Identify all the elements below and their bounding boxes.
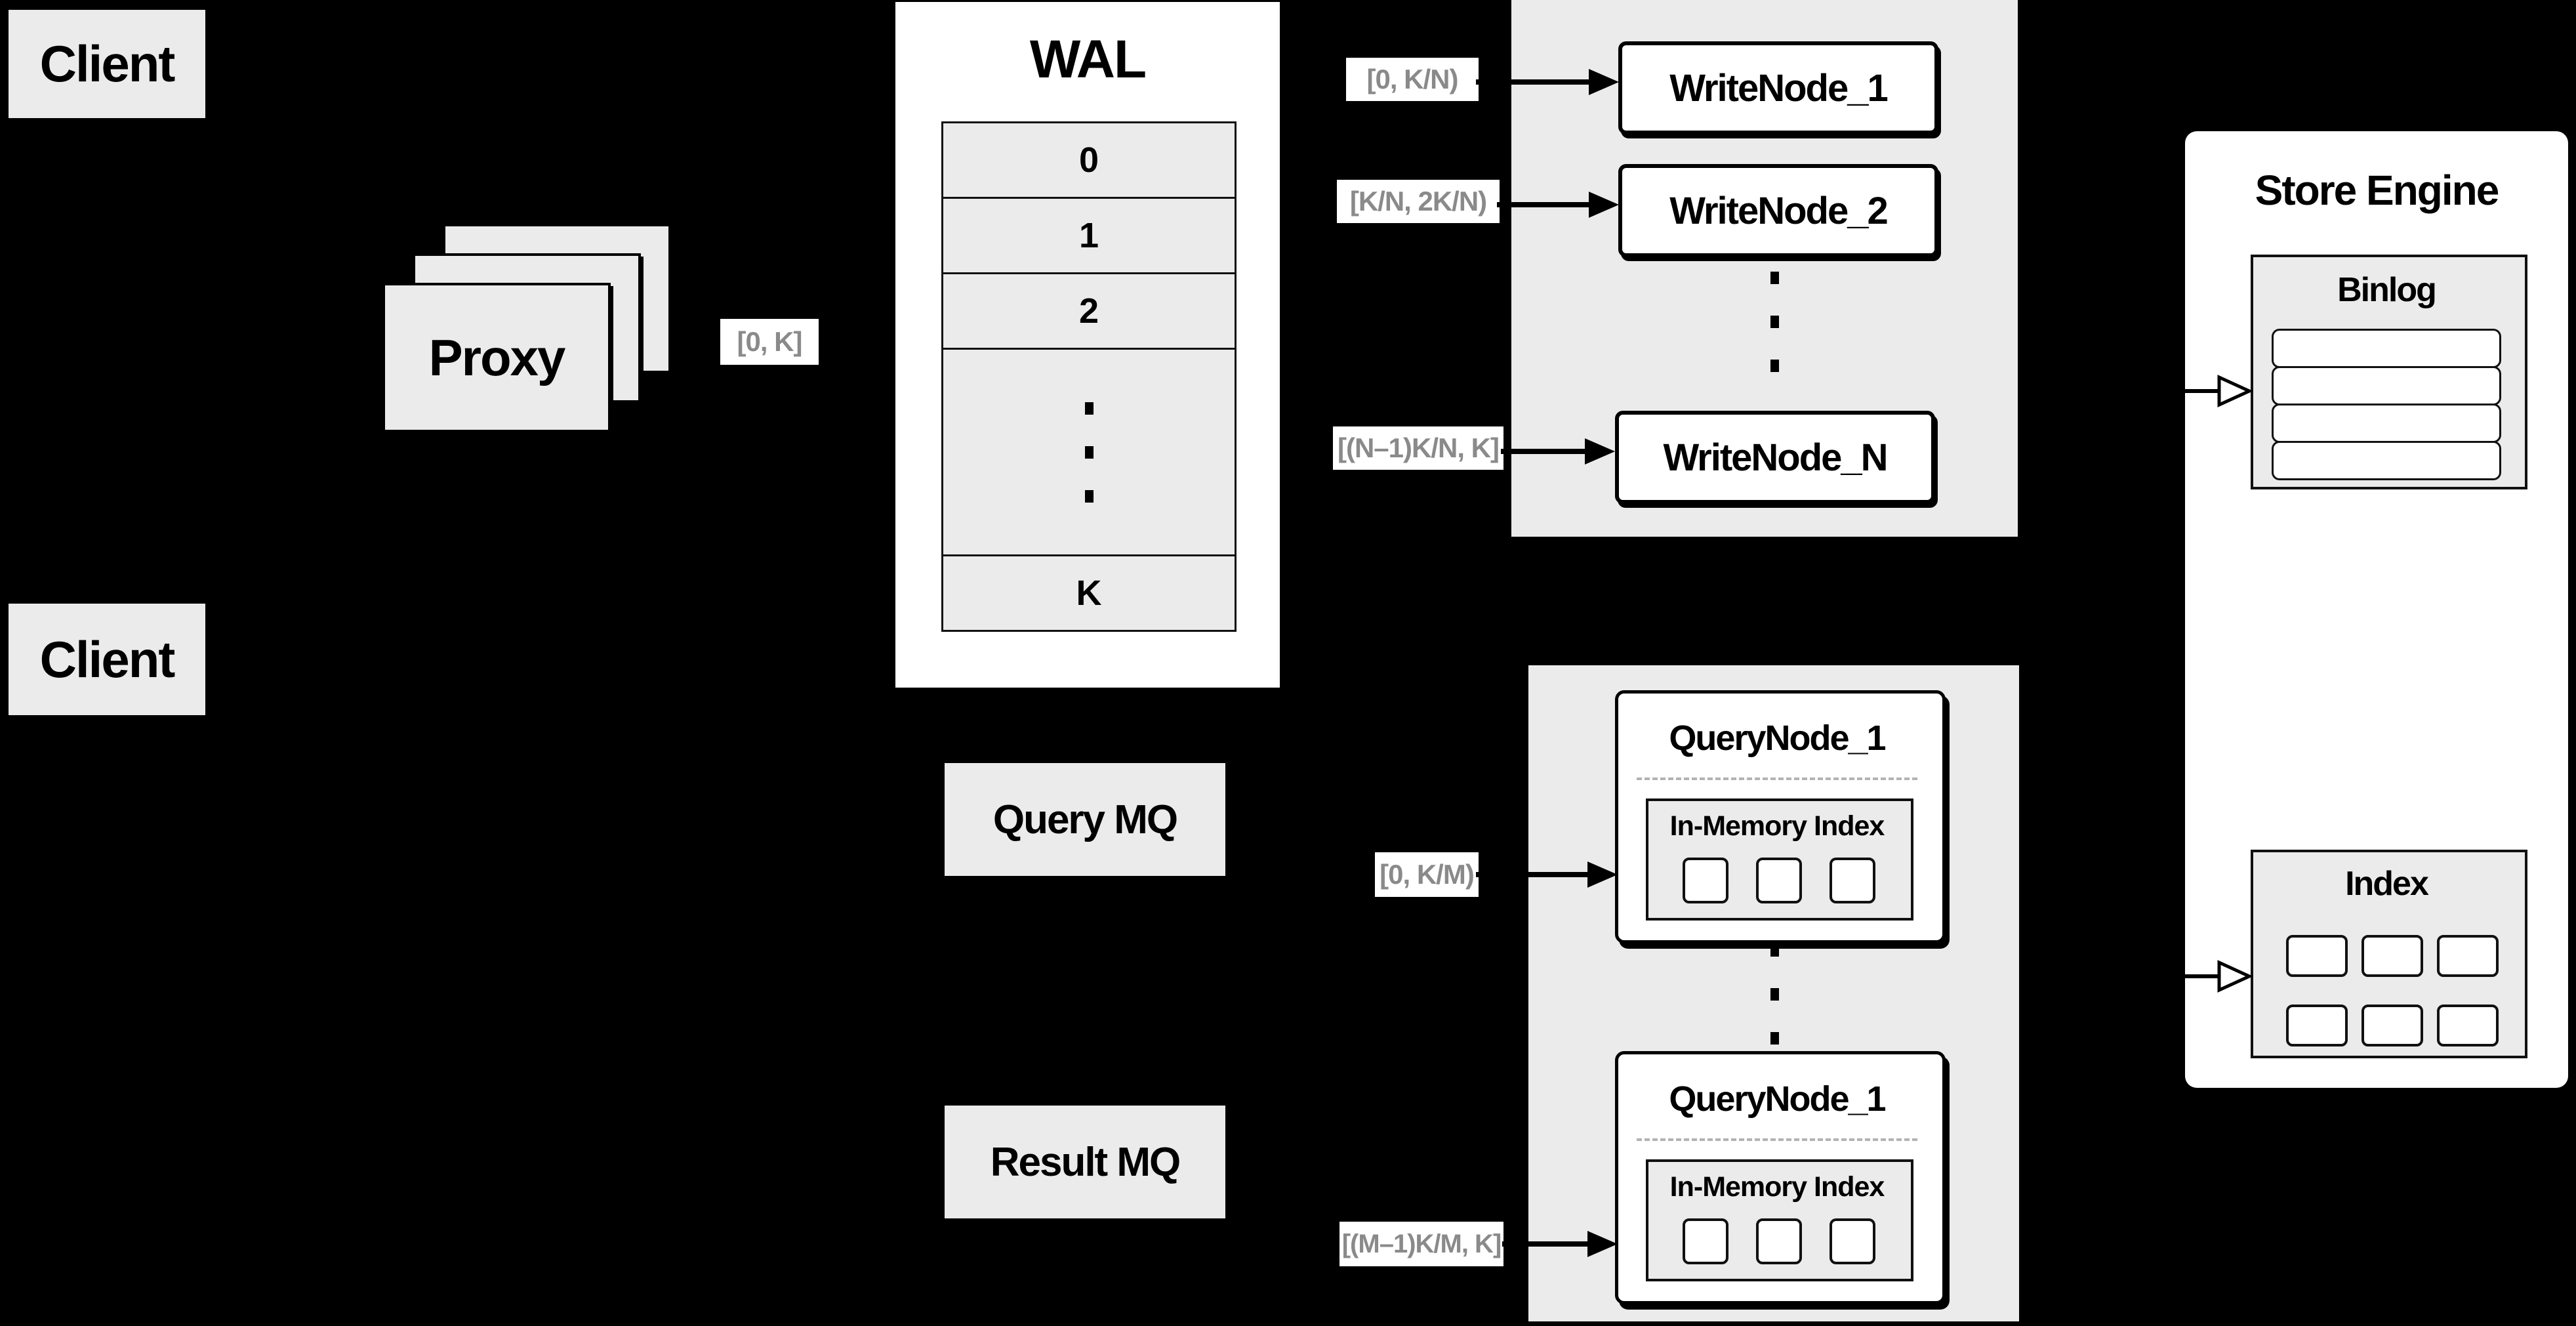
- client-label: Client: [39, 630, 176, 688]
- write-node-1: WriteNode_1: [1618, 41, 1938, 135]
- range-label-writenode-1: [0, K/N): [1346, 58, 1479, 101]
- binlog-row: [2272, 366, 2501, 405]
- index-title: Index: [2345, 865, 2429, 903]
- ellipsis-dot: [1770, 943, 1779, 957]
- client-box-top: Client: [9, 10, 205, 118]
- write-node-label: WriteNode_N: [1663, 436, 1888, 479]
- range-label-proxy-out: [0, K]: [720, 319, 819, 365]
- store-engine-box: Store Engine Binlog Index: [2185, 131, 2568, 1088]
- client-box-bottom: Client: [9, 604, 205, 715]
- ellipsis-dot: [1084, 445, 1094, 459]
- query-node-box-2: QueryNode_1 In-Memory Index: [1615, 1051, 1946, 1304]
- write-node-n: WriteNode_N: [1615, 411, 1935, 504]
- wal-segment: 0: [941, 121, 1237, 199]
- query-nodes-ellipsis: [1765, 942, 1784, 1046]
- solid-arrowhead-icon: [1589, 192, 1619, 218]
- solid-arrowhead-icon: [1587, 1231, 1618, 1257]
- binlog-rows: [2272, 329, 2501, 480]
- in-memory-index-title: In-Memory Index: [1669, 1171, 1885, 1203]
- arrow-writenode-2: [1497, 192, 1619, 218]
- range-label-querynode-1: [0, K/M): [1375, 852, 1479, 897]
- arrow-binlog: [2155, 375, 2253, 407]
- index-cell: [2361, 935, 2423, 977]
- memory-segment: [1683, 858, 1728, 903]
- index-cell: [2361, 1005, 2423, 1046]
- ellipsis-dot: [1770, 271, 1779, 284]
- binlog-row: [2272, 404, 2501, 443]
- query-node-title: QueryNode_1: [1669, 718, 1886, 758]
- memory-segment: [1756, 1218, 1802, 1264]
- solid-arrowhead-icon: [1585, 438, 1615, 465]
- arrow-index: [2155, 960, 2253, 993]
- write-node-label: WriteNode_1: [1669, 66, 1888, 110]
- memory-segment: [1756, 858, 1802, 903]
- range-label-querynode-2: [(M–1)K/M, K]: [1339, 1222, 1503, 1266]
- range-label-writenode-n: [(N–1)K/N, K]: [1333, 426, 1503, 470]
- arrow-querynode-1: [1476, 861, 1618, 888]
- wal-ellipsis-cell: [941, 348, 1237, 556]
- query-mq-label: Query MQ: [992, 797, 1178, 842]
- write-node-2: WriteNode_2: [1618, 164, 1938, 257]
- binlog-row: [2272, 329, 2501, 368]
- write-node-label: WriteNode_2: [1669, 189, 1888, 232]
- proxy-label: Proxy: [428, 328, 566, 386]
- wal-segment-table: 0 1 2 K: [941, 121, 1237, 632]
- ellipsis-dot: [1084, 402, 1094, 415]
- solid-arrowhead-icon: [1587, 861, 1618, 888]
- index-cell: [2286, 1005, 2348, 1046]
- arrow-writenode-1: [1476, 69, 1619, 95]
- query-node-divider: [1637, 1138, 1917, 1141]
- binlog-title: Binlog: [2337, 271, 2437, 309]
- ellipsis-dot: [1770, 315, 1779, 328]
- wal-segment: 2: [941, 272, 1237, 350]
- range-label-writenode-2: [K/N, 2K/N): [1337, 180, 1500, 223]
- in-memory-index-box: In-Memory Index: [1646, 798, 1913, 921]
- solid-arrowhead-icon: [1589, 69, 1619, 95]
- open-arrowhead-icon: [2217, 375, 2253, 407]
- index-box: Index: [2251, 850, 2527, 1058]
- open-arrowhead-icon: [2217, 960, 2253, 993]
- result-mq-label: Result MQ: [990, 1139, 1181, 1185]
- ellipsis-dot: [1084, 489, 1094, 503]
- query-mq-box: Query MQ: [945, 763, 1225, 876]
- arrow-writenode-n: [1501, 438, 1615, 465]
- wal-title: WAL: [1029, 29, 1147, 89]
- memory-segment: [1830, 1218, 1875, 1264]
- index-cell: [2286, 935, 2348, 977]
- proxy-box-front: Proxy: [382, 283, 611, 432]
- ellipsis-dot: [1770, 359, 1779, 372]
- memory-segment: [1683, 1218, 1728, 1264]
- wal-box: WAL 0 1 2 K: [895, 2, 1280, 688]
- ellipsis-dot: [1770, 987, 1779, 1001]
- ellipsis-dot: [1770, 1031, 1779, 1045]
- client-label: Client: [39, 35, 176, 93]
- index-cell: [2437, 1005, 2499, 1046]
- memory-segment: [1830, 858, 1875, 903]
- query-node-box-1: QueryNode_1 In-Memory Index: [1615, 690, 1946, 943]
- index-cell: [2437, 935, 2499, 977]
- result-mq-box: Result MQ: [945, 1106, 1225, 1218]
- binlog-row: [2272, 441, 2501, 480]
- wal-segment: 1: [941, 197, 1237, 274]
- arrow-querynode-2: [1502, 1231, 1618, 1257]
- query-node-title: QueryNode_1: [1669, 1079, 1886, 1119]
- wal-segment-last: K: [941, 554, 1237, 632]
- store-engine-title: Store Engine: [2255, 167, 2500, 214]
- in-memory-index-box: In-Memory Index: [1646, 1159, 1913, 1281]
- query-node-divider: [1637, 777, 1917, 780]
- in-memory-index-title: In-Memory Index: [1669, 810, 1885, 842]
- write-nodes-ellipsis: [1765, 269, 1784, 374]
- binlog-box: Binlog: [2251, 255, 2527, 489]
